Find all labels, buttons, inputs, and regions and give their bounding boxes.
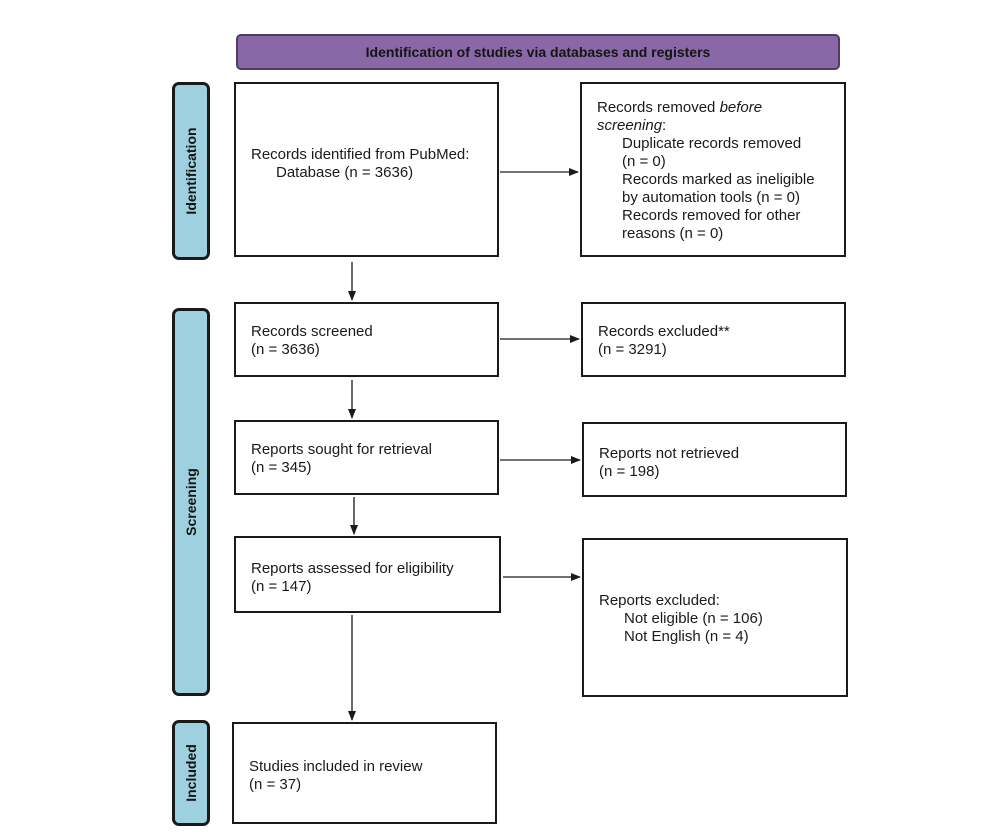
records-screened-label: Records screened [251,323,373,340]
records-identified-label: Records identified from PubMed: [251,146,470,163]
removed-item: Records removed for other [622,207,801,224]
reports-assessed-label: Reports assessed for eligibility [251,560,454,577]
reports-not-retrieved-label: Reports not retrieved [599,445,740,462]
reports-excluded-title: Reports excluded: [599,592,720,609]
studies-included-label: Studies included in review [249,758,423,775]
sidebar-label-screening: Screening [183,468,199,536]
excluded-reason: Not eligible (n = 106) [624,610,763,627]
reports-not-retrieved-count: (n = 198) [599,463,660,480]
reports-assessed-count: (n = 147) [251,578,312,595]
reports-sought-count: (n = 345) [251,459,312,476]
sidebar-included: Included [172,720,210,826]
records-excluded-count: (n = 3291) [598,341,667,358]
records-excluded-label: Records excluded** [598,323,730,340]
studies-included-count: (n = 37) [249,776,302,793]
sidebar-identification: Identification [172,82,210,260]
records-removed-box: Records removed before screening: Duplic… [580,82,846,257]
sidebar-screening: Screening [172,308,210,696]
removed-item: by automation tools (n = 0) [622,189,801,206]
records-excluded-box: Records excluded** (n = 3291) [581,302,846,377]
records-identified-count: Database (n = 3636) [276,164,414,181]
sidebar-label-included: Included [183,744,199,802]
header-banner: Identification of studies via databases … [236,34,840,70]
records-removed-title-cont: screening: [597,117,667,134]
studies-included-box: Studies included in review (n = 37) [232,722,497,824]
reports-sought-label: Reports sought for retrieval [251,441,432,458]
reports-assessed-box: Reports assessed for eligibility (n = 14… [234,536,501,613]
records-screened-count: (n = 3636) [251,341,320,358]
records-identified-box: Records identified from PubMed: Database… [234,82,499,257]
reports-not-retrieved-box: Reports not retrieved (n = 198) [582,422,847,497]
removed-item: Records marked as ineligible [622,171,815,188]
removed-item: (n = 0) [622,153,666,170]
excluded-reason: Not English (n = 4) [624,628,749,645]
removed-item: Duplicate records removed [622,135,802,152]
header-title: Identification of studies via databases … [365,44,711,60]
records-screened-box: Records screened (n = 3636) [234,302,499,377]
sidebar-label-identification: Identification [183,127,199,215]
reports-sought-box: Reports sought for retrieval (n = 345) [234,420,499,495]
removed-item: reasons (n = 0) [622,225,724,242]
records-removed-title: Records removed before [597,99,763,116]
reports-excluded-box: Reports excluded: Not eligible (n = 106)… [582,538,848,697]
